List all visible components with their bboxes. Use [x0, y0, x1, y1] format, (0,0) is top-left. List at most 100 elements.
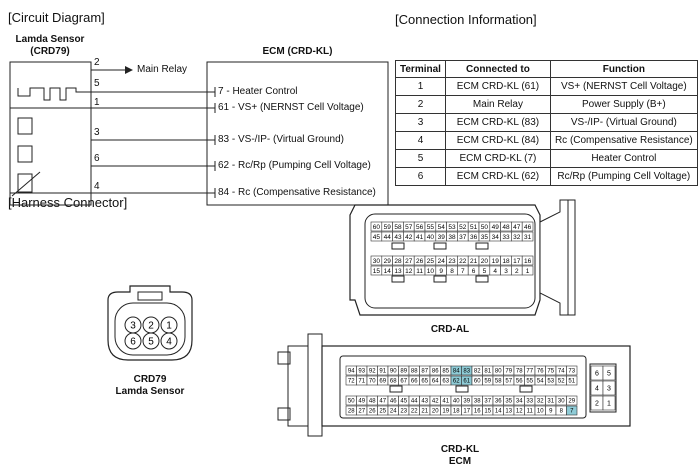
crd-al-pin-cell — [521, 221, 534, 232]
crd-kl-pin-number: 17 — [463, 409, 470, 415]
crd-al-pin-number: 48 — [502, 224, 510, 231]
crd-kl-side-pin-cell — [602, 365, 616, 381]
crd-kl-pin-number: 20 — [432, 409, 439, 415]
crd-al-pin-number: 4 — [493, 268, 497, 275]
crd-kl-pin-number: 54 — [537, 379, 544, 385]
crd-kl-pin-number: 60 — [474, 379, 481, 385]
terminal-cell: 6 — [395, 167, 446, 186]
crd-kl-label: CRD-KL — [440, 444, 480, 455]
crd-kl-pin-cell — [566, 395, 578, 406]
crd-kl-pin-number: 82 — [474, 369, 481, 375]
main-relay-label: Main Relay — [137, 64, 188, 75]
sensor-name: Lamda Sensor — [15, 34, 85, 45]
crd-kl-pin-cell — [566, 375, 578, 386]
crd79-pin — [142, 332, 160, 350]
crd-kl-pin-number: 50 — [348, 399, 355, 405]
ecm-signal: 84 - Rc (Compensative Resistance) — [218, 187, 376, 198]
crd-al-pin-number: 36 — [470, 234, 478, 241]
crd-al-pin-number: 47 — [513, 224, 521, 231]
crd-al-pin-number: 2 — [515, 268, 519, 275]
crd-kl-pin-number: 89 — [400, 369, 407, 375]
crd-al-pin-number: 34 — [492, 234, 500, 241]
crd-kl-pin-number: 47 — [379, 399, 386, 405]
ecm-signal: 62 - Rc/Rp (Pumping Cell Voltage) — [218, 160, 371, 171]
crd-al-pin-number: 56 — [416, 224, 424, 231]
sensor-pin: 6 — [94, 153, 100, 164]
sensor-code: (CRD79) — [30, 46, 70, 57]
crd-kl-pin-number: 85 — [442, 369, 449, 375]
crd-kl-pin-number: 35 — [505, 399, 512, 405]
crd-kl-pin-number: 69 — [379, 379, 386, 385]
crd-kl-side-pin-number: 5 — [607, 371, 611, 378]
crd-al-pin-number: 39 — [438, 234, 446, 241]
crd-al-pin-number: 32 — [513, 234, 521, 241]
crd-al-pin-number: 30 — [373, 258, 381, 265]
table-row: 1 ECM CRD-KL (61) VS+ (NERNST Cell Volta… — [395, 77, 698, 96]
crd-al-pin-cell — [521, 255, 534, 266]
table-row: 3 ECM CRD-KL (83) VS-/IP- (Virtual Groun… — [395, 113, 698, 132]
crd-kl-pin-number: 64 — [432, 379, 439, 385]
crd-kl-pin-number: 28 — [348, 409, 355, 415]
crd79-name: CRD79 — [133, 374, 167, 385]
crd-kl-pin-number: 57 — [505, 379, 512, 385]
crd-kl-pin-number: 80 — [495, 369, 502, 375]
harness-connector-title: [Harness Connector] — [8, 195, 128, 210]
crd-kl-pin-number: 27 — [358, 409, 365, 415]
crd-kl-pin-number: 48 — [369, 399, 376, 405]
crd-al-pin-number: 58 — [394, 224, 402, 231]
crd-al-pin-cell — [521, 265, 534, 276]
crd-kl-pin-number: 42 — [432, 399, 439, 405]
crd-al-pin-number: 49 — [492, 224, 500, 231]
crd-kl-pin-number: 55 — [526, 379, 533, 385]
crd-kl-pin-number: 71 — [358, 379, 365, 385]
crd-al-pin-cell — [521, 231, 534, 242]
crd-kl-pin-number: 13 — [505, 409, 512, 415]
crd-al-pin-number: 8 — [450, 268, 454, 275]
crd-al-pin-number: 38 — [448, 234, 456, 241]
crd-kl-pin-number: 87 — [421, 369, 428, 375]
crd-kl-pin-number: 23 — [400, 409, 407, 415]
ecm-signal: 7 - Heater Control — [218, 86, 298, 97]
crd-al-pin-number: 10 — [427, 268, 435, 275]
crd-al-pin-number: 35 — [481, 234, 489, 241]
crd-al-pin-number: 59 — [384, 224, 392, 231]
crd-kl-pin-number: 46 — [390, 399, 397, 405]
crd-kl-pin-number: 79 — [505, 369, 512, 375]
crd-kl-pin-number: 75 — [547, 369, 554, 375]
crd-kl-side-pin-number: 1 — [607, 401, 611, 408]
crd-al-label: CRD-AL — [430, 324, 470, 335]
crd-kl-pin-number: 84 — [453, 369, 460, 375]
crd-kl-pin-number: 70 — [369, 379, 376, 385]
crd-al-pin-number: 54 — [438, 224, 446, 231]
crd-kl-pin-number: 36 — [495, 399, 502, 405]
connection-table: Terminal Connected to Function 1 ECM CRD… — [395, 60, 698, 186]
crd-kl-pin-number: 61 — [463, 379, 470, 385]
crd-kl-pin-number: 29 — [568, 399, 575, 405]
crd-kl-side-pin-number: 6 — [595, 371, 599, 378]
sensor-pin: 4 — [94, 181, 100, 192]
crd-al-pin-number: 17 — [513, 258, 521, 265]
crd-al-pin-number: 33 — [502, 234, 510, 241]
crd-kl-pin-number: 7 — [570, 409, 574, 415]
crd-al-pin-number: 26 — [416, 258, 424, 265]
crd-al-pin-number: 6 — [472, 268, 476, 275]
crd-al-pin-number: 23 — [448, 258, 456, 265]
crd-kl-pin-number: 58 — [495, 379, 502, 385]
crd-kl-side-pin-number: 3 — [607, 386, 611, 393]
crd-al-pin-number: 18 — [502, 258, 510, 265]
circuit-diagram-title: [Circuit Diagram] — [8, 10, 105, 25]
sensor-pin: 1 — [94, 97, 100, 108]
crd-al-pin-number: 27 — [405, 258, 413, 265]
sensor-pin: 2 — [94, 57, 100, 68]
crd-kl-pin-number: 41 — [442, 399, 449, 405]
crd-al-pin-number: 20 — [481, 258, 489, 265]
crd-al-pin-number: 41 — [416, 234, 424, 241]
crd-al-pin-number: 5 — [483, 268, 487, 275]
crd-al-pin-number: 31 — [524, 234, 532, 241]
crd-al-pin-number: 53 — [448, 224, 456, 231]
crd-al-pin-number: 1 — [526, 268, 530, 275]
sensor-pin: 3 — [94, 127, 100, 138]
crd-kl-pin-number: 56 — [516, 379, 523, 385]
crd-kl-pin-number: 86 — [432, 369, 439, 375]
